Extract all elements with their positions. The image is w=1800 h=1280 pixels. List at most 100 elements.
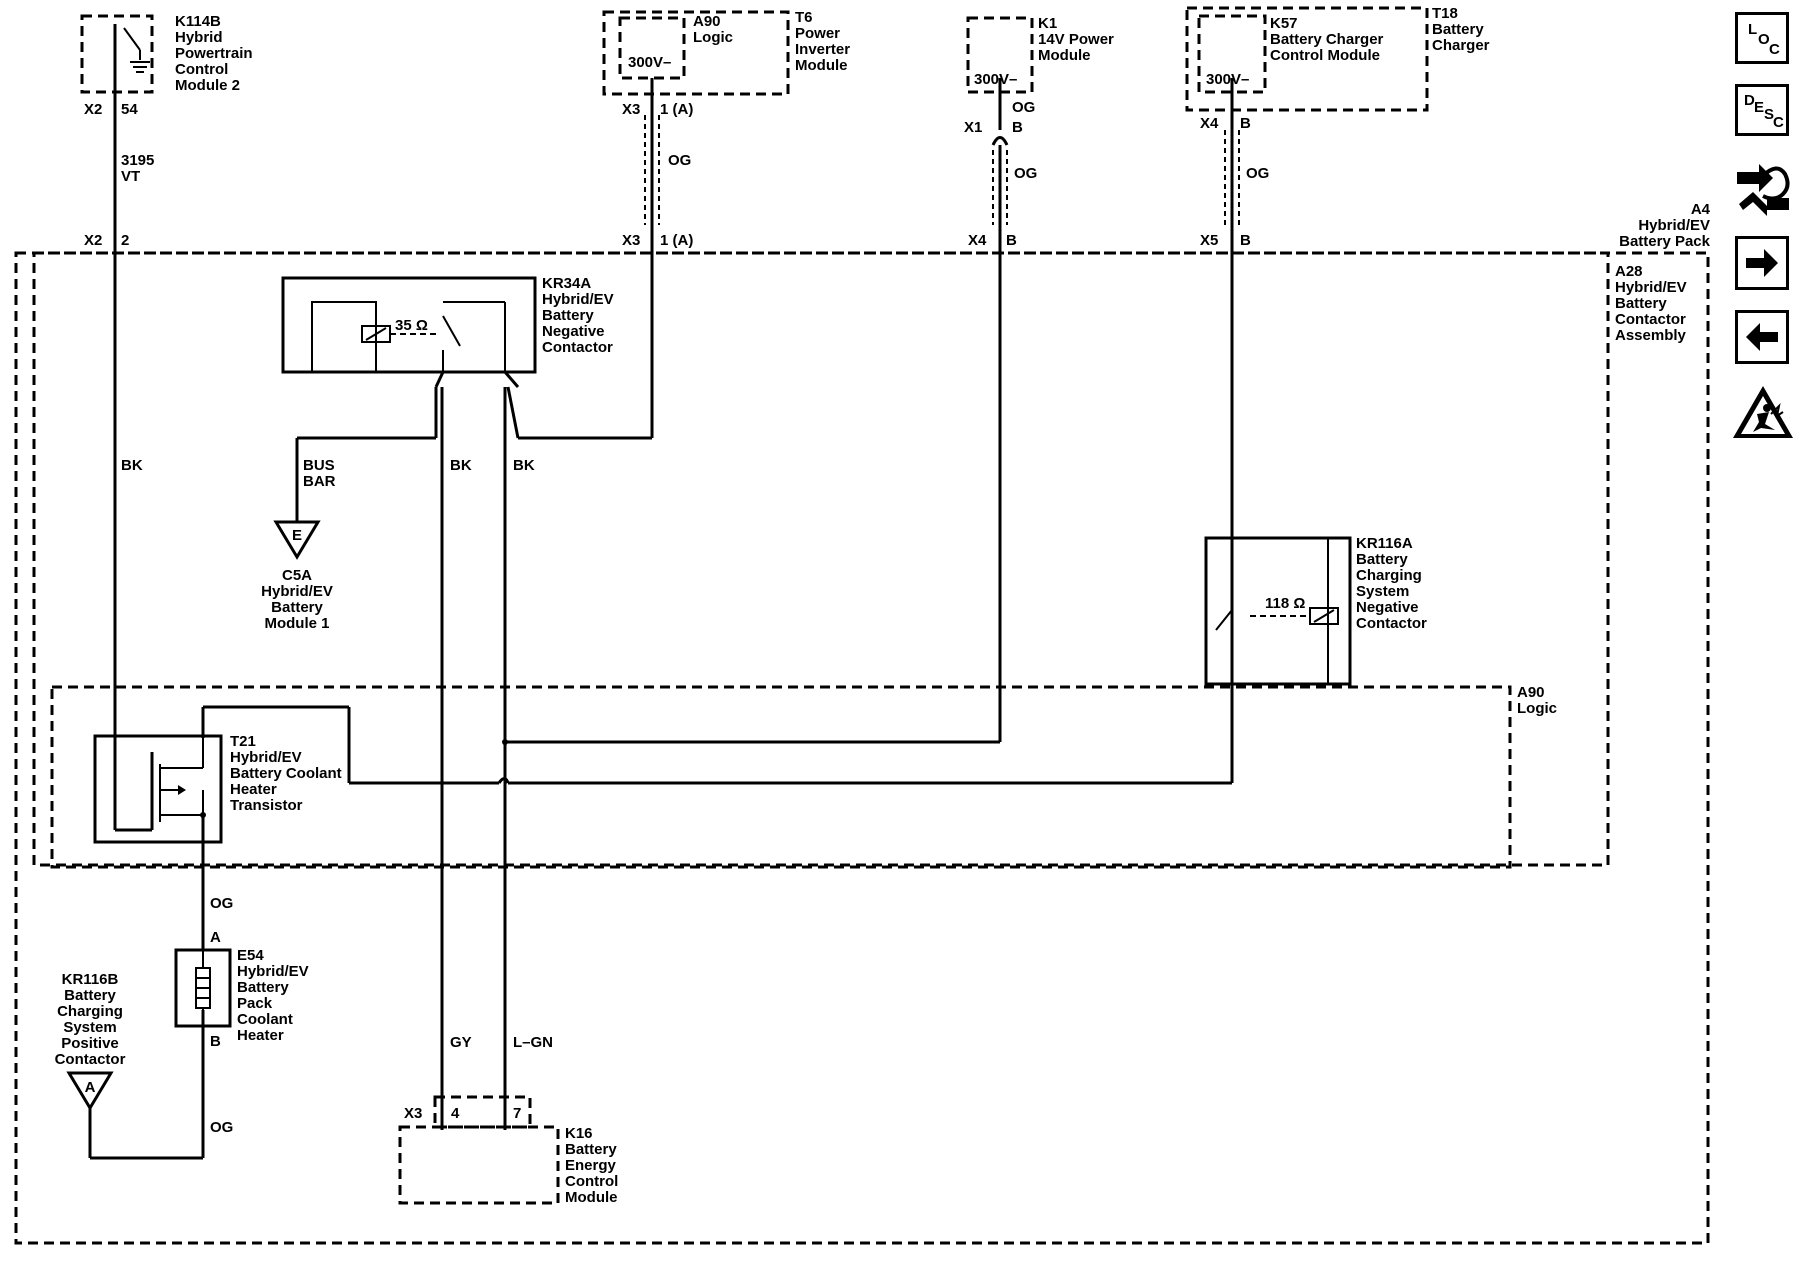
svg-text:2: 2 bbox=[121, 232, 129, 249]
next-arrow-button[interactable] bbox=[1735, 236, 1789, 290]
svg-text:K16: K16 bbox=[565, 1125, 593, 1142]
svg-text:OG: OG bbox=[1014, 165, 1037, 182]
svg-text:Heater: Heater bbox=[230, 781, 277, 798]
svg-text:Charging: Charging bbox=[57, 1003, 123, 1020]
loc-letter-o: O bbox=[1758, 31, 1770, 48]
svg-text:118 Ω: 118 Ω bbox=[1265, 595, 1305, 612]
svg-text:Module: Module bbox=[1038, 47, 1091, 64]
connector-end-view-icon[interactable] bbox=[1733, 158, 1793, 218]
t21-box bbox=[93, 734, 223, 844]
svg-text:Coolant: Coolant bbox=[237, 1011, 293, 1028]
wire-k57-og bbox=[201, 78, 1240, 785]
svg-text:System: System bbox=[1356, 583, 1409, 600]
t6-box bbox=[602, 10, 790, 96]
svg-text:BK: BK bbox=[450, 457, 472, 474]
svg-text:B: B bbox=[1240, 232, 1251, 249]
svg-text:Charger: Charger bbox=[1432, 37, 1490, 54]
svg-text:Charging: Charging bbox=[1356, 567, 1422, 584]
desc-button[interactable]: D E S C bbox=[1735, 84, 1789, 136]
svg-text:K57: K57 bbox=[1270, 15, 1298, 32]
svg-text:A28: A28 bbox=[1615, 263, 1643, 280]
k114b-labels: K114B Hybrid Powertrain Control Module 2… bbox=[84, 13, 253, 249]
svg-text:X3: X3 bbox=[622, 232, 640, 249]
loc-letter-c: C bbox=[1769, 41, 1780, 58]
svg-text:Control: Control bbox=[175, 61, 228, 78]
svg-text:Contactor: Contactor bbox=[55, 1051, 126, 1068]
kr116a-labels: KR116A Battery Charging System Negative … bbox=[1265, 535, 1427, 632]
svg-text:Negative: Negative bbox=[1356, 599, 1419, 616]
svg-text:OG: OG bbox=[1246, 165, 1269, 182]
svg-text:BK: BK bbox=[513, 457, 535, 474]
k57-labels: K57 Battery Charger Control Module 300V–… bbox=[1200, 5, 1490, 249]
kr34a-lead-left bbox=[434, 371, 445, 388]
svg-text:Battery Charger: Battery Charger bbox=[1270, 31, 1384, 48]
svg-text:Module: Module bbox=[795, 57, 848, 74]
svg-text:Contactor: Contactor bbox=[1615, 311, 1686, 328]
svg-text:KR34A: KR34A bbox=[542, 275, 591, 292]
svg-text:Battery Coolant: Battery Coolant bbox=[230, 765, 342, 782]
svg-text:Contactor: Contactor bbox=[542, 339, 613, 356]
kr34a-box bbox=[281, 276, 537, 374]
svg-text:A4: A4 bbox=[1691, 201, 1711, 218]
svg-text:Battery: Battery bbox=[64, 987, 116, 1004]
svg-text:Battery: Battery bbox=[237, 979, 289, 996]
svg-text:Control Module: Control Module bbox=[1270, 47, 1380, 64]
e54-heater-symbol bbox=[195, 950, 211, 1026]
svg-text:Hybrid/EV: Hybrid/EV bbox=[237, 963, 309, 980]
a4-labels: A4 Hybrid/EV Battery Pack bbox=[1619, 201, 1711, 250]
svg-text:B: B bbox=[1006, 232, 1017, 249]
svg-text:L–GN: L–GN bbox=[513, 1034, 553, 1051]
svg-text:Inverter: Inverter bbox=[795, 41, 850, 58]
svg-text:X5: X5 bbox=[1200, 232, 1218, 249]
svg-text:Battery: Battery bbox=[271, 599, 323, 616]
svg-text:1 (A): 1 (A) bbox=[660, 101, 693, 118]
desc-letter-e: E bbox=[1754, 99, 1765, 116]
svg-text:4: 4 bbox=[451, 1105, 460, 1122]
loc-button[interactable]: L O C bbox=[1735, 12, 1789, 64]
k57-box bbox=[1197, 14, 1267, 94]
svg-text:Battery: Battery bbox=[1356, 551, 1408, 568]
a90-inner-labels: A90 Logic bbox=[1517, 684, 1557, 717]
bk-labels: BK BK BK bbox=[121, 457, 535, 474]
svg-text:T18: T18 bbox=[1432, 5, 1458, 22]
svg-text:Energy: Energy bbox=[565, 1157, 617, 1174]
svg-text:OG: OG bbox=[210, 1119, 233, 1136]
svg-text:Heater: Heater bbox=[237, 1027, 284, 1044]
previous-arrow-button[interactable] bbox=[1735, 310, 1789, 364]
high-voltage-warning-icon[interactable] bbox=[1731, 384, 1795, 440]
svg-text:X3: X3 bbox=[622, 101, 640, 118]
svg-text:7: 7 bbox=[513, 1105, 521, 1122]
wire-t6-og bbox=[506, 78, 660, 440]
svg-text:C5A: C5A bbox=[282, 567, 312, 584]
svg-text:3195: 3195 bbox=[121, 152, 154, 169]
c5a-labels: BUS BAR E C5A Hybrid/EV Battery Module 1 bbox=[261, 457, 336, 632]
svg-text:X2: X2 bbox=[84, 101, 102, 118]
svg-text:Module 2: Module 2 bbox=[175, 77, 240, 94]
desc-letter-d: D bbox=[1744, 92, 1755, 109]
svg-text:Powertrain: Powertrain bbox=[175, 45, 253, 62]
svg-text:A: A bbox=[210, 929, 221, 946]
svg-text:Hybrid/EV: Hybrid/EV bbox=[1638, 217, 1710, 234]
kr34a-labels: KR34A Hybrid/EV Battery Negative Contact… bbox=[395, 275, 614, 356]
k1-labels: K1 14V Power Module 300V– OG X1 B OG X4 … bbox=[964, 15, 1114, 249]
t21-labels: T21 Hybrid/EV Battery Coolant Heater Tra… bbox=[230, 733, 342, 814]
svg-text:K114B: K114B bbox=[175, 13, 221, 30]
svg-text:300V–: 300V– bbox=[1206, 71, 1249, 88]
svg-text:300V–: 300V– bbox=[974, 71, 1017, 88]
svg-text:Pack: Pack bbox=[237, 995, 273, 1012]
kr34a-internals bbox=[311, 301, 506, 373]
svg-text:Hybrid/EV: Hybrid/EV bbox=[261, 583, 333, 600]
svg-text:T21: T21 bbox=[230, 733, 256, 750]
loc-letter-l: L bbox=[1748, 21, 1758, 38]
svg-text:Logic: Logic bbox=[693, 29, 733, 46]
svg-text:Battery: Battery bbox=[565, 1141, 617, 1158]
svg-text:Power: Power bbox=[795, 25, 840, 42]
svg-text:BUS: BUS bbox=[303, 457, 335, 474]
svg-text:KR116A: KR116A bbox=[1356, 535, 1413, 552]
svg-text:Battery: Battery bbox=[1432, 21, 1484, 38]
svg-text:E54: E54 bbox=[237, 947, 264, 964]
svg-text:Battery: Battery bbox=[542, 307, 594, 324]
svg-text:KR116B: KR116B bbox=[62, 971, 119, 988]
svg-text:Negative: Negative bbox=[542, 323, 605, 340]
svg-text:X3: X3 bbox=[404, 1105, 422, 1122]
